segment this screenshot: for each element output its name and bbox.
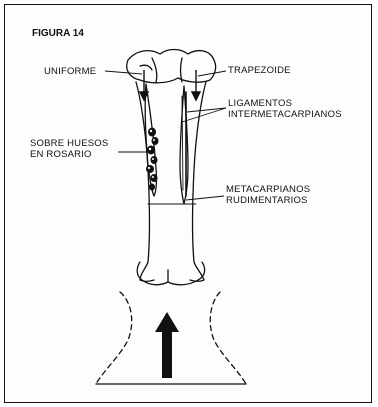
force-arrow (155, 312, 179, 378)
cannon-bone (136, 82, 206, 282)
label-meta-1: METACARPIANOS (226, 184, 310, 195)
carpal-detail (140, 65, 152, 70)
carpal-arrows (140, 70, 200, 100)
label-meta-2: RUDIMENTARIOS (226, 195, 308, 206)
label-uniforme: UNIFORME (44, 66, 96, 77)
label-ligamentos-1: LIGAMENTOS (228, 98, 292, 109)
leader-lines (105, 71, 226, 200)
carpal-joint-line (152, 58, 157, 82)
label-ligamentos-2: INTERMETACARPIANOS (228, 109, 342, 120)
label-sobre-1: SOBRE HUESOS (30, 138, 108, 149)
figure-title: FIGURA 14 (32, 28, 84, 39)
label-trapezoide: TRAPEZOIDE (228, 65, 291, 76)
label-sobre-2: EN ROSARIO (30, 149, 92, 160)
carpal-joint-line (181, 58, 183, 82)
